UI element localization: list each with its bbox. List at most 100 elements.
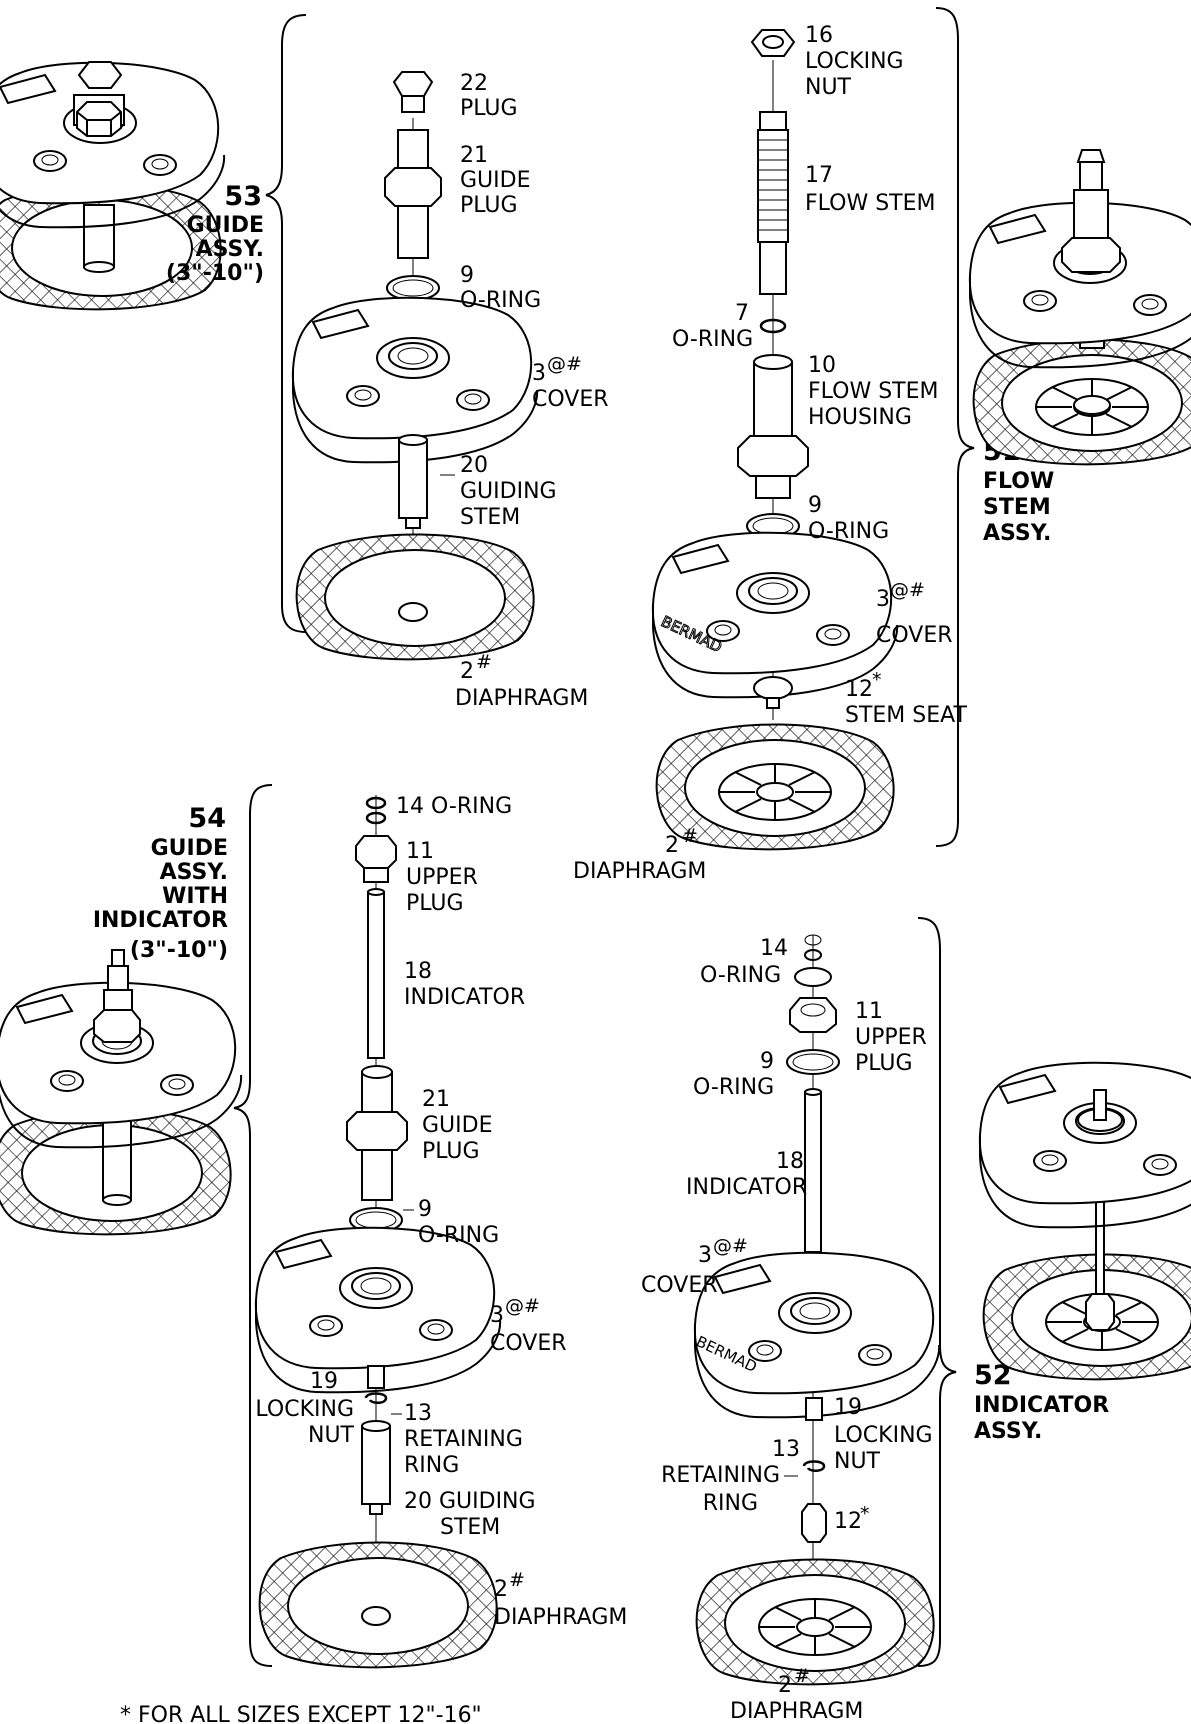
part-11-name-2: PLUG (406, 891, 464, 916)
part-20b-name-2: STEM (440, 1515, 500, 1540)
part-19-name-1: LOCKING (255, 1397, 354, 1422)
assembly-53-line-3: (3"-10") (166, 261, 264, 286)
parts-51-labels: 16 LOCKING NUT 17 FLOW STEM 7 O-RING 10 … (573, 23, 967, 884)
part-11-name-1: UPPER (406, 865, 478, 890)
part-18b-number: 18 (776, 1149, 804, 1174)
part-2b-number: 2 (665, 833, 679, 858)
assembly-54-exploded (254, 795, 502, 1669)
part-18-number: 18 (404, 959, 432, 984)
part-3c-number: 3 (490, 1303, 504, 1328)
part-3b-number: 3 (876, 587, 890, 612)
part-19b-number: 19 (834, 1395, 862, 1420)
part-3c-name: COVER (490, 1331, 567, 1356)
part-19b-name-2: NUT (834, 1449, 881, 1474)
part-11b-number: 11 (855, 999, 883, 1024)
assembly-52-view (978, 1061, 1191, 1381)
part-17-number: 17 (805, 163, 833, 188)
part-21-name-2: PLUG (460, 193, 518, 218)
assembly-54-view (0, 949, 243, 1236)
part-3-number: 3 (532, 361, 546, 386)
part-20-name-1: GUIDING (460, 479, 557, 504)
part-19-number: 19 (310, 1369, 338, 1394)
part-10-name-1: FLOW STEM (808, 379, 938, 404)
part-21-number: 21 (460, 143, 488, 168)
part-7-name: O-RING (672, 327, 753, 352)
part-12-name: STEM SEAT (845, 703, 967, 728)
part-10-name-2: HOUSING (808, 405, 912, 430)
part-9b-number: 9 (808, 493, 822, 518)
part-2b-mark: # (682, 825, 698, 847)
part-2d-name: DIAPHRAGM (730, 1699, 863, 1724)
assembly-53-line-2: ASSY. (196, 237, 264, 262)
assembly-54-number: 54 (188, 803, 226, 834)
part-12-mark: * (872, 669, 882, 691)
part-22-number: 22 (460, 71, 488, 96)
assembly-54-line-1: GUIDE (151, 836, 228, 861)
part-12-number: 12 (845, 677, 873, 702)
assembly-51-line-2: STEM (983, 495, 1051, 520)
part-2c-number: 2 (494, 1577, 508, 1602)
assembly-53-view (0, 61, 226, 311)
assembly-52-exploded: BERMAD (693, 934, 941, 1686)
part-21b-name-1: GUIDE (422, 1113, 492, 1138)
assembly-52-line-2: ASSY. (974, 1419, 1042, 1444)
part-10-number: 10 (808, 353, 836, 378)
part-9b-name: O-RING (808, 519, 889, 544)
part-13b-name-1: RETAINING (661, 1463, 780, 1488)
part-9-number: 9 (460, 263, 474, 288)
part-13b-number: 13 (772, 1437, 800, 1462)
assembly-52-label: 52 INDICATOR ASSY. (974, 1360, 1109, 1444)
part-20-number: 20 (460, 453, 488, 478)
parts-54-labels: 14 O-RING 11 UPPER PLUG 18 INDICATOR 21 … (255, 794, 627, 1630)
part-2c-mark: # (509, 1569, 525, 1591)
part-13-name-1: RETAINING (404, 1427, 523, 1452)
part-14b-name: O-RING (700, 963, 781, 988)
part-21-name-1: GUIDE (460, 168, 530, 193)
part-16-number: 16 (805, 23, 833, 48)
part-17-name: FLOW STEM (805, 191, 935, 216)
part-3c-mark: @# (505, 1295, 540, 1317)
part-7-number: 7 (735, 301, 749, 326)
part-2-name: DIAPHRAGM (455, 686, 588, 711)
part-13-number: 13 (404, 1401, 432, 1426)
part-16-name-1: LOCKING (805, 49, 904, 74)
part-11b-name-2: PLUG (855, 1051, 913, 1076)
assembly-54-line-5: (3"-10") (130, 938, 228, 963)
parts-53-labels: 22 PLUG 21 GUIDE PLUG 9 O-RING 3 @# COVE… (440, 71, 609, 711)
part-11-number: 11 (406, 839, 434, 864)
part-9d-number: 9 (760, 1049, 774, 1074)
assembly-51-exploded: BERMAD (651, 29, 899, 851)
part-19b-name-1: LOCKING (834, 1423, 933, 1448)
part-2c-name: DIAPHRAGM (494, 1605, 627, 1630)
part-3b-name: COVER (876, 623, 953, 648)
part-12b-number: 12 (834, 1509, 862, 1534)
part-21b-number: 21 (422, 1087, 450, 1112)
assembly-53-number: 53 (224, 181, 262, 212)
part-20b-name-1: 20 GUIDING (404, 1489, 536, 1514)
parts-52-labels: 14 O-RING 11 UPPER PLUG 9 O-RING 18 INDI… (641, 936, 933, 1724)
part-14-label: 14 O-RING (396, 794, 512, 819)
part-14b-number: 14 (760, 936, 788, 961)
part-9c-number: 9 (418, 1197, 432, 1222)
part-3b-mark: @# (890, 579, 925, 601)
part-3-mark: @# (547, 353, 582, 375)
part-21b-name-2: PLUG (422, 1139, 480, 1164)
part-20-name-2: STEM (460, 505, 520, 530)
assembly-53-label: 53 GUIDE ASSY. (3"-10") (166, 181, 264, 286)
part-18b-name: INDICATOR (686, 1175, 807, 1200)
part-19-name-2: NUT (308, 1423, 355, 1448)
part-18-name: INDICATOR (404, 985, 525, 1010)
part-13b-name-2: RING (703, 1491, 758, 1516)
assembly-51-line-1: FLOW (983, 469, 1054, 494)
assembly-53-line-1: GUIDE (187, 213, 264, 238)
part-12b-mark: * (860, 1503, 870, 1525)
part-9-name: O-RING (460, 288, 541, 313)
footnote: * FOR ALL SIZES EXCEPT 12"-16" (120, 1703, 482, 1724)
assembly-51-line-3: ASSY. (983, 521, 1051, 546)
assembly-52-line-1: INDICATOR (974, 1393, 1109, 1418)
part-9c-name: O-RING (418, 1223, 499, 1248)
assembly-51-view (968, 149, 1191, 466)
assembly-54-line-3: WITH (162, 884, 228, 909)
assembly-54-label: 54 GUIDE ASSY. WITH INDICATOR (3"-10") (93, 803, 228, 963)
part-22-name: PLUG (460, 96, 518, 121)
